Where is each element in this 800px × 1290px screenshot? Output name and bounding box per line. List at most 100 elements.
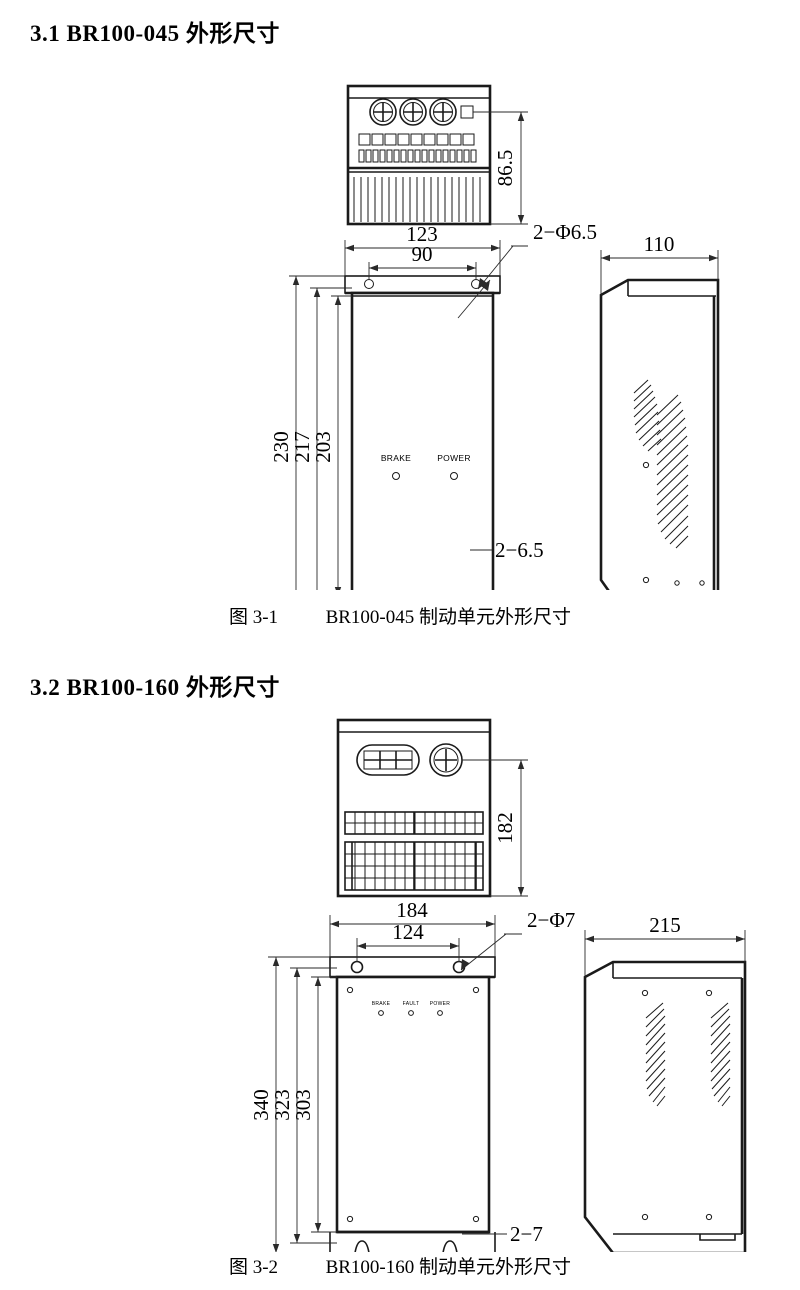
indicator-label-fault-160: FAULT xyxy=(403,1001,420,1007)
dimension-90: 90 xyxy=(368,242,477,280)
dimension-184: 184 xyxy=(329,898,496,957)
indicator-fault-160: FAULT xyxy=(403,1001,420,1016)
section-heading-3-2: 3.2 BR100-160 外形尺寸 xyxy=(30,675,280,700)
dimension-123: 123 xyxy=(344,222,501,276)
dimension-182: 182 xyxy=(462,759,528,897)
figure-caption-body-3-1: BR100-045 制动单元外形尺寸 xyxy=(325,607,571,628)
dimension-label-depth-182: 182 xyxy=(493,812,517,844)
dimension-label-pitch-90: 90 xyxy=(412,242,433,266)
side-view-vent-group-a xyxy=(633,379,662,452)
dimension-label-width-123: 123 xyxy=(406,222,438,246)
side-view-bottom-tab-160 xyxy=(699,1234,736,1241)
dimension-label-depth-110: 110 xyxy=(644,232,675,256)
br100-160-top-view xyxy=(336,718,492,898)
front-view-bottom-flange-160 xyxy=(329,1232,496,1252)
callout-label-bottom-slots-1: 2−6.5 xyxy=(495,538,544,562)
side-view-fastener-bl xyxy=(642,576,650,584)
dimension-label-width-184: 184 xyxy=(396,898,428,922)
callout-2-phi-7: 2−Φ7 xyxy=(460,908,575,971)
front-view-body-160 xyxy=(335,975,491,1234)
callout-label-top-holes-2: 2−Φ7 xyxy=(527,908,575,932)
dimension-label-height-230: 230 xyxy=(269,431,293,463)
br100-045-side-view xyxy=(599,278,720,590)
dimension-label-depth-top: 86.5 xyxy=(493,150,517,187)
dimension-124: 124 xyxy=(356,920,460,962)
indicator-label-power: POWER xyxy=(437,453,471,463)
dimension-86-5: 86.5 xyxy=(473,111,528,225)
power-led-icon xyxy=(450,472,458,480)
side-view-outline xyxy=(599,278,720,590)
indicator-brake-160: BRAKE xyxy=(372,1001,391,1016)
side-view-vent-group-b xyxy=(656,394,689,549)
figure-caption-3-2: 图 3-2 BR100-160 制动单元外形尺寸 xyxy=(0,1252,800,1279)
figure-3-1-drawing: 86.5 BRAKE POWER 123 xyxy=(0,80,800,590)
callout-2-7: 2−7 xyxy=(462,1222,543,1246)
panel-screw-br xyxy=(472,1215,480,1223)
figure-3-2-drawing: 182 BRAKE FAULT POWER xyxy=(0,712,800,1252)
dimension-label-height-303: 303 xyxy=(291,1089,315,1121)
fault-led-icon-160 xyxy=(408,1010,414,1016)
dimension-340: 340 xyxy=(249,956,330,1252)
dimension-217: 217 xyxy=(290,287,352,590)
mounting-hole-left-160 xyxy=(350,960,364,974)
side-view-fastener-bc xyxy=(674,580,680,586)
side-view-fastener-mid xyxy=(642,461,650,469)
power-led-icon-160 xyxy=(437,1010,443,1016)
dimension-label-height-323: 323 xyxy=(270,1089,294,1121)
top-view-terminal-screws xyxy=(369,98,457,126)
panel-screw-tr xyxy=(472,986,480,994)
callout-2-6-5: 2−6.5 xyxy=(470,538,544,562)
side-fastener-tr-160 xyxy=(705,989,713,997)
top-view-vent-band-lower xyxy=(344,841,484,891)
dimension-203: 203 xyxy=(311,295,352,590)
side-fastener-br-160 xyxy=(705,1213,713,1221)
panel-screw-tl xyxy=(346,986,354,994)
dimension-label-pitch-124: 124 xyxy=(392,920,424,944)
side-fastener-tl-160 xyxy=(641,989,649,997)
figure-caption-3-1: 图 3-1 BR100-045 制动单元外形尺寸 xyxy=(0,602,800,629)
indicator-power: POWER xyxy=(437,453,471,480)
terminal-screw-1 xyxy=(369,98,397,126)
br100-045-front-view: BRAKE POWER xyxy=(344,275,501,590)
top-view-terminal-block xyxy=(356,744,420,776)
figure-label-3-1: 图 3-1 xyxy=(228,607,279,628)
dimension-110: 110 xyxy=(600,232,719,295)
side-fastener-bl-160 xyxy=(641,1213,649,1221)
side-view-vent-group-right-160 xyxy=(710,1002,731,1107)
dimension-label-depth-215: 215 xyxy=(649,913,681,937)
top-view-vent-band-upper xyxy=(344,811,484,835)
callout-label-top-holes-1: 2−Φ6.5 xyxy=(533,220,597,244)
panel-screw-bl xyxy=(346,1215,354,1223)
br100-160-front-view: BRAKE FAULT POWER xyxy=(329,956,496,1252)
dimension-323: 323 xyxy=(270,967,337,1244)
indicator-label-power-160: POWER xyxy=(430,1001,450,1007)
figure-caption-body-3-2: BR100-160 制动单元外形尺寸 xyxy=(325,1257,571,1278)
section-heading-3-1: 3.1 BR100-045 外形尺寸 xyxy=(30,21,280,46)
callout-2-phi-6-5: 2−Φ6.5 xyxy=(457,220,597,319)
top-view-vent-squares xyxy=(358,133,475,146)
top-view-square-terminal xyxy=(460,105,474,119)
indicator-label-brake: BRAKE xyxy=(381,453,411,463)
figure-label-3-2: 图 3-2 xyxy=(228,1257,279,1278)
brake-led-icon-160 xyxy=(378,1010,384,1016)
indicator-brake: BRAKE xyxy=(381,453,411,480)
dimension-label-height-203: 203 xyxy=(311,431,335,463)
br100-160-side-view xyxy=(583,960,747,1252)
dimension-303: 303 xyxy=(291,976,337,1233)
side-view-outline-160 xyxy=(583,960,747,1252)
side-view-vent-group-left-160 xyxy=(645,1002,666,1107)
callout-label-bottom-slots-2: 2−7 xyxy=(510,1222,543,1246)
top-view-vent-slots xyxy=(358,149,477,163)
dimension-label-height-340: 340 xyxy=(249,1089,273,1121)
dimension-230: 230 xyxy=(269,275,345,590)
mounting-hole-left xyxy=(364,279,374,289)
side-view-fastener-br xyxy=(699,580,705,586)
side-view-chamfer-top xyxy=(600,279,629,296)
indicator-power-160: POWER xyxy=(430,1001,450,1016)
terminal-screw-2 xyxy=(399,98,427,126)
top-view-round-terminal-160 xyxy=(429,743,463,777)
brake-led-icon xyxy=(392,472,400,480)
dimension-label-height-217: 217 xyxy=(290,431,314,463)
top-view-cooling-fins xyxy=(353,177,481,222)
indicator-label-brake-160: BRAKE xyxy=(372,1001,391,1007)
